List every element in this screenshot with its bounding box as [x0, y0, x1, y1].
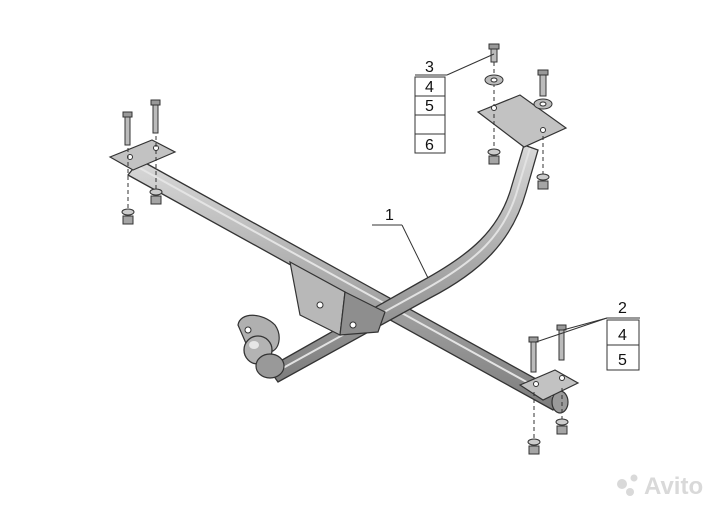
cross-tube — [127, 159, 569, 414]
callout-tube: 1 — [372, 207, 429, 279]
watermark-logo-icon — [617, 479, 627, 489]
callout-label: 4 — [618, 327, 627, 344]
callout-table-bottom: 2 4 5 — [535, 300, 640, 371]
callout-label: 1 — [385, 207, 394, 224]
callout-table-top: 3 4 5 6 — [414, 53, 495, 154]
callout-label: 6 — [425, 137, 434, 154]
watermark-logo-icon — [626, 488, 634, 496]
callout-label: 2 — [618, 300, 627, 317]
watermark-logo-icon — [630, 474, 638, 482]
watermark-text: Avito — [644, 473, 703, 500]
callout-label: 4 — [425, 79, 434, 96]
callout-label: 5 — [618, 352, 627, 369]
left-mount — [108, 139, 177, 171]
callout-label: 5 — [425, 98, 434, 115]
top-right-mount — [476, 94, 568, 148]
center-bracket — [289, 260, 386, 336]
tow-ball — [237, 314, 285, 379]
watermark: Avito — [617, 473, 703, 500]
fasteners — [121, 43, 569, 455]
callout-label: 3 — [425, 59, 434, 76]
curved-tube — [267, 144, 539, 383]
